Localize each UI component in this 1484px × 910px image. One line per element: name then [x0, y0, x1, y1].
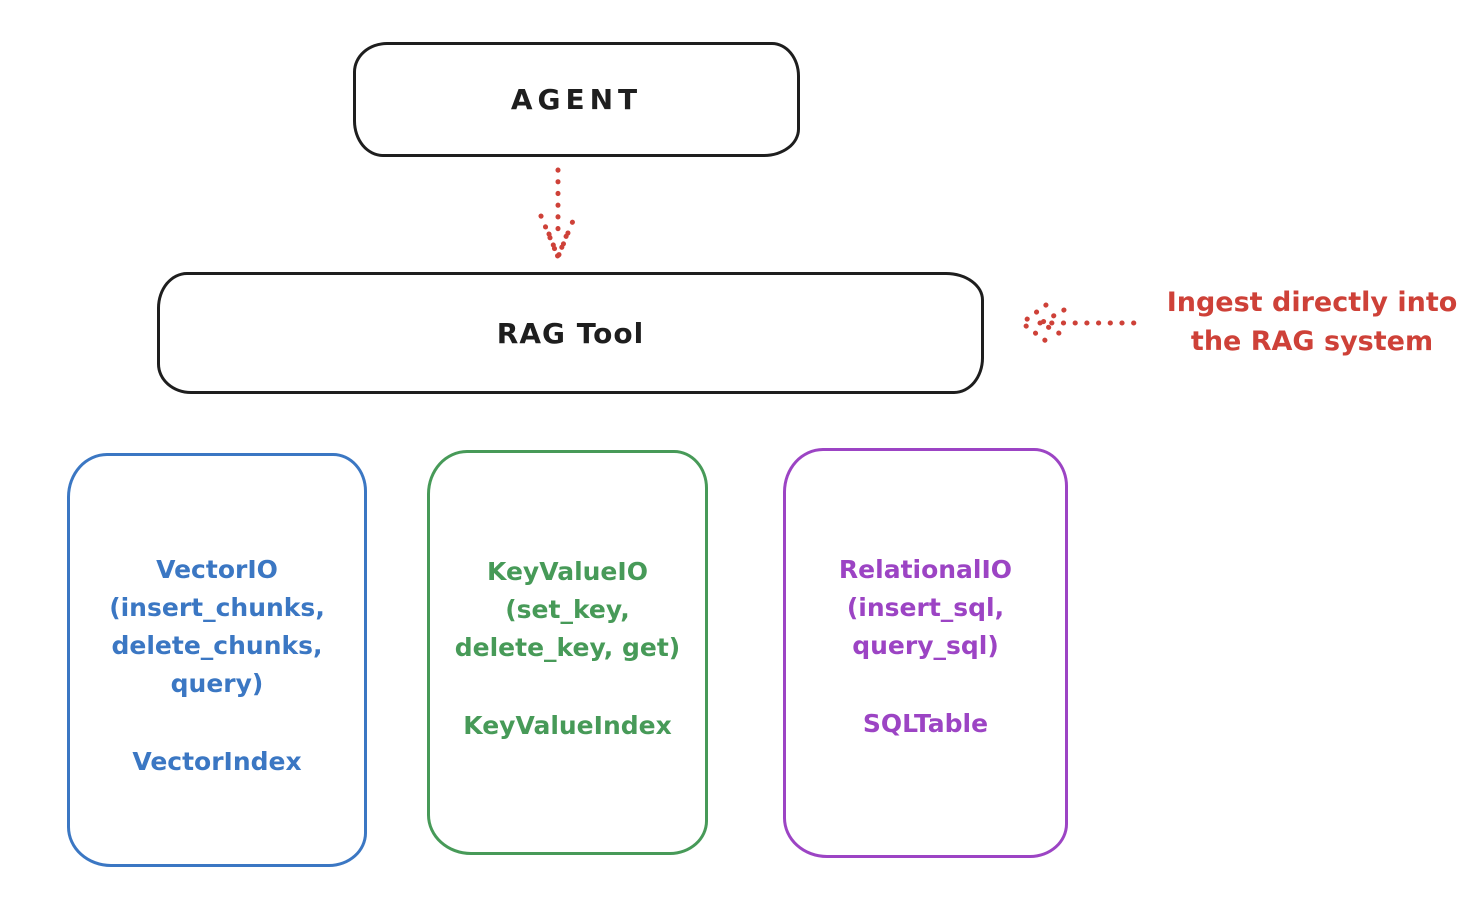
- ingest-annotation-line1: Ingest directly into: [1166, 287, 1458, 318]
- relational-io-line: (insert_sql,: [846, 593, 1005, 622]
- keyvalue-io-line: KeyValueIO: [487, 557, 648, 586]
- arrow-head-icon: [538, 213, 578, 264]
- arrow-head-inner-icon: [1035, 307, 1067, 339]
- sql-table-label: SQLTable: [862, 709, 989, 738]
- relational-io-box: RelationalIO (insert_sql, query_sql) SQL…: [783, 448, 1068, 858]
- arrow-head-inner-icon: [546, 231, 570, 264]
- vector-io-line: VectorIO: [156, 555, 278, 584]
- annotation-arrow: [1017, 302, 1139, 344]
- ingest-annotation-line2: the RAG system: [1190, 326, 1434, 357]
- keyvalue-index-label: KeyValueIndex: [463, 711, 672, 740]
- vector-io-line: (insert_chunks,: [109, 593, 325, 622]
- vector-index-label: VectorIndex: [132, 747, 302, 776]
- vector-io-box: VectorIO (insert_chunks, delete_chunks, …: [67, 453, 367, 867]
- keyvalue-io-line: delete_key, get): [454, 633, 681, 662]
- agent-to-rag-arrow: [538, 167, 578, 264]
- rag-tool-box-label: RAG Tool: [496, 316, 645, 350]
- keyvalue-io-line: (set_key,: [505, 595, 630, 624]
- relational-io-line: RelationalIO: [838, 555, 1013, 584]
- vector-io-line: delete_chunks,: [111, 631, 323, 660]
- agent-box-label: AGENT: [510, 83, 643, 116]
- rag-tool-box: RAG Tool: [157, 272, 984, 394]
- keyvalue-io-box: KeyValueIO (set_key, delete_key, get) Ke…: [427, 450, 708, 855]
- arrow-head-icon: [1017, 302, 1049, 344]
- ingest-annotation: Ingest directly into the RAG system: [1140, 283, 1484, 361]
- agent-box: AGENT: [353, 42, 800, 157]
- vector-io-line: query): [170, 669, 264, 698]
- relational-io-line: query_sql): [852, 631, 999, 660]
